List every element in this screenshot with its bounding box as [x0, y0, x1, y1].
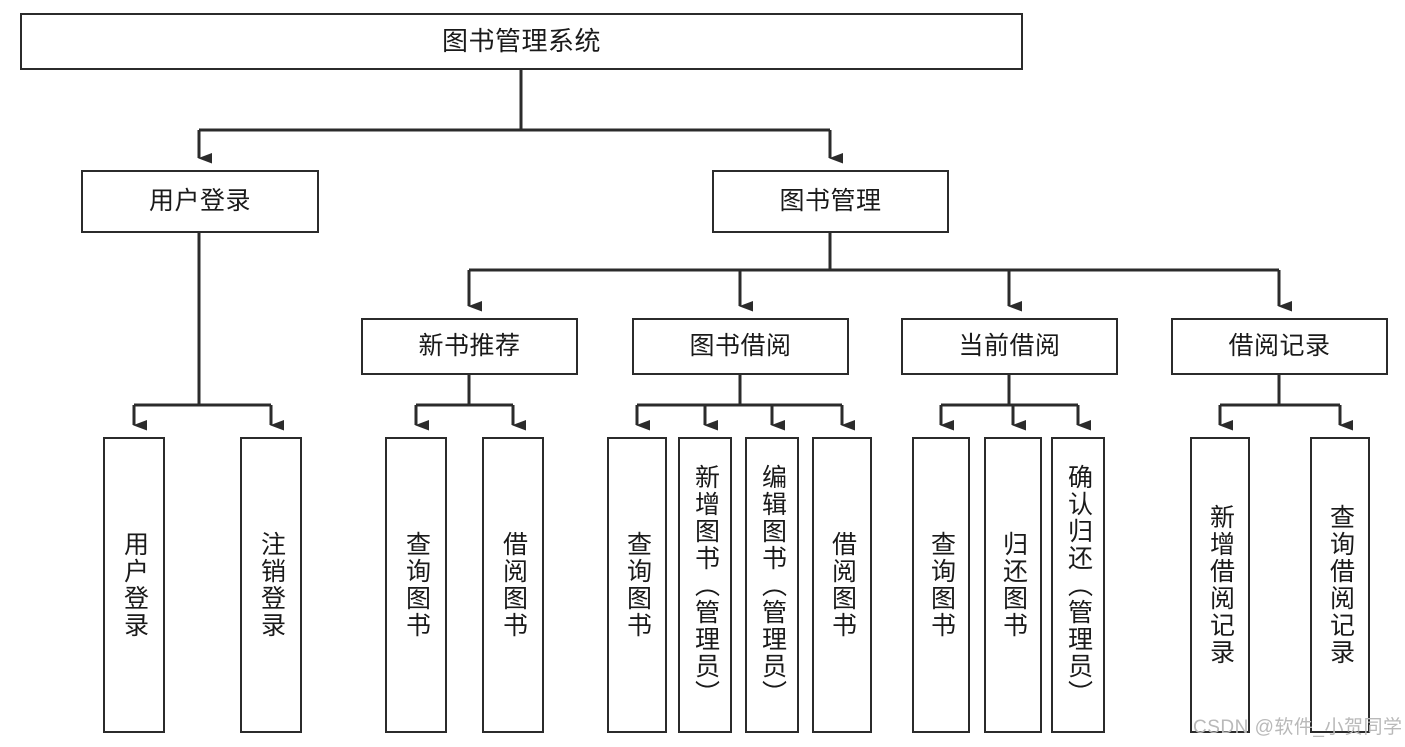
node-root-system[interactable]: 图书管理系统 — [20, 13, 1023, 70]
node-label: 图书借阅 — [689, 332, 792, 361]
node-current-borrow[interactable]: 当前借阅 — [901, 318, 1118, 375]
node-label: 图书管理系统 — [441, 25, 601, 56]
node-leaf-confirm-return-admin[interactable]: 确认归还（管理员） — [1051, 437, 1105, 733]
node-leaf-return-book[interactable]: 归还图书 — [984, 437, 1042, 733]
node-label: 查询借阅记录 — [1326, 504, 1355, 666]
node-label: 查询图书 — [927, 531, 956, 639]
node-label: 新书推荐 — [418, 332, 521, 361]
node-book-management[interactable]: 图书管理 — [712, 170, 949, 233]
node-new-book-recommend[interactable]: 新书推荐 — [361, 318, 578, 375]
node-borrow-records[interactable]: 借阅记录 — [1171, 318, 1388, 375]
node-book-borrow[interactable]: 图书借阅 — [632, 318, 849, 375]
node-label: 借阅记录 — [1228, 332, 1331, 361]
node-leaf-query-borrow-record[interactable]: 查询借阅记录 — [1310, 437, 1370, 733]
node-label: 用户登录 — [120, 531, 149, 639]
node-label: 图书管理 — [779, 187, 882, 216]
node-label: 新增图书（管理员） — [691, 463, 720, 707]
node-label: 注销登录 — [257, 531, 286, 639]
node-leaf-edit-book-admin[interactable]: 编辑图书（管理员） — [745, 437, 799, 733]
node-leaf-query-book-recommend[interactable]: 查询图书 — [385, 437, 447, 733]
node-label: 查询图书 — [623, 531, 652, 639]
node-label: 借阅图书 — [828, 531, 857, 639]
node-label: 新增借阅记录 — [1206, 504, 1235, 666]
node-label: 当前借阅 — [958, 332, 1061, 361]
node-label: 编辑图书（管理员） — [758, 463, 787, 707]
node-label: 借阅图书 — [499, 531, 528, 639]
node-label: 归还图书 — [999, 531, 1028, 639]
node-leaf-add-book-admin[interactable]: 新增图书（管理员） — [678, 437, 732, 733]
node-leaf-logout[interactable]: 注销登录 — [240, 437, 302, 733]
node-user-login[interactable]: 用户登录 — [81, 170, 319, 233]
node-label: 查询图书 — [402, 531, 431, 639]
node-leaf-query-book-current[interactable]: 查询图书 — [912, 437, 970, 733]
node-leaf-add-borrow-record[interactable]: 新增借阅记录 — [1190, 437, 1250, 733]
node-leaf-lend-book[interactable]: 借阅图书 — [812, 437, 872, 733]
csdn-watermark: CSDN @软件_小贺同学 — [1193, 717, 1403, 738]
node-label: 确认归还（管理员） — [1064, 463, 1093, 707]
node-label: 用户登录 — [148, 187, 251, 216]
node-leaf-borrow-book-recommend[interactable]: 借阅图书 — [482, 437, 544, 733]
node-leaf-user-login[interactable]: 用户登录 — [103, 437, 165, 733]
node-leaf-query-book[interactable]: 查询图书 — [607, 437, 667, 733]
